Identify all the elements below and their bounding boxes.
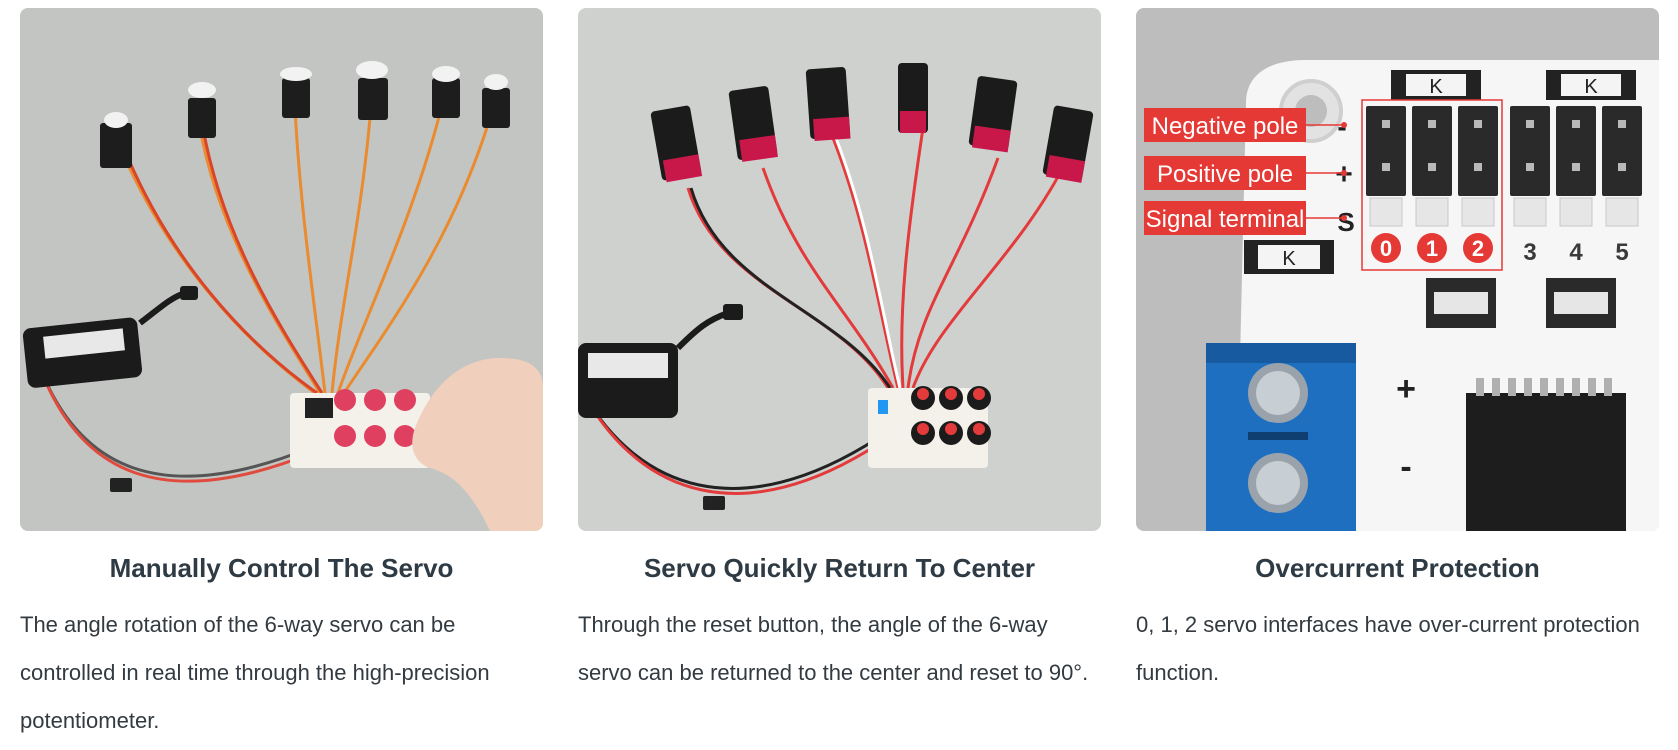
protected-port-badges: 0 1 2: [1371, 233, 1493, 263]
negative-pole-label: Negative pole: [1152, 113, 1299, 140]
card-description: 0, 1, 2 servo interfaces have over-curre…: [1136, 612, 1640, 685]
manual-control-photo: [20, 8, 543, 531]
svg-text:K: K: [1429, 76, 1443, 98]
signal-terminal-callout: Signal terminal: [1144, 201, 1306, 235]
svg-text:K: K: [1282, 248, 1296, 270]
feature-grid: Manually Control The Servo The angle rot…: [20, 8, 1660, 745]
positive-pole-label: Positive pole: [1157, 161, 1293, 188]
return-to-center-photo: [578, 8, 1101, 531]
terminal-minus-mark: -: [1400, 448, 1411, 486]
board-closeup-photo: K K: [1136, 8, 1659, 531]
card-title: Manually Control The Servo: [109, 553, 454, 583]
port-badge-1: 1: [1426, 236, 1438, 261]
card-title: Servo Quickly Return To Center: [643, 553, 1036, 583]
port-number-5: 5: [1615, 239, 1628, 266]
port-badge-2: 2: [1472, 236, 1484, 261]
svg-text:K: K: [1584, 76, 1598, 98]
feature-card-manual-control: Manually Control The Servo The angle rot…: [20, 8, 543, 745]
feature-card-return-to-center: Servo Quickly Return To Center Through t…: [578, 8, 1101, 745]
positive-pole-callout: Positive pole: [1144, 156, 1306, 190]
negative-pole-callout: Negative pole: [1144, 108, 1306, 142]
card-title: Overcurrent Protection: [1255, 553, 1540, 583]
port-badge-0: 0: [1380, 236, 1392, 261]
feature-card-overcurrent-protection: K K: [1136, 8, 1659, 745]
signal-terminal-label: Signal terminal: [1146, 206, 1305, 233]
signal-mark: S: [1337, 207, 1354, 237]
port-number-3: 3: [1523, 239, 1536, 266]
card-description: The angle rotation of the 6-way servo ca…: [20, 612, 490, 733]
port-number-4: 4: [1569, 239, 1583, 266]
card-description: Through the reset button, the angle of t…: [578, 612, 1089, 685]
terminal-plus-mark: +: [1396, 370, 1416, 408]
